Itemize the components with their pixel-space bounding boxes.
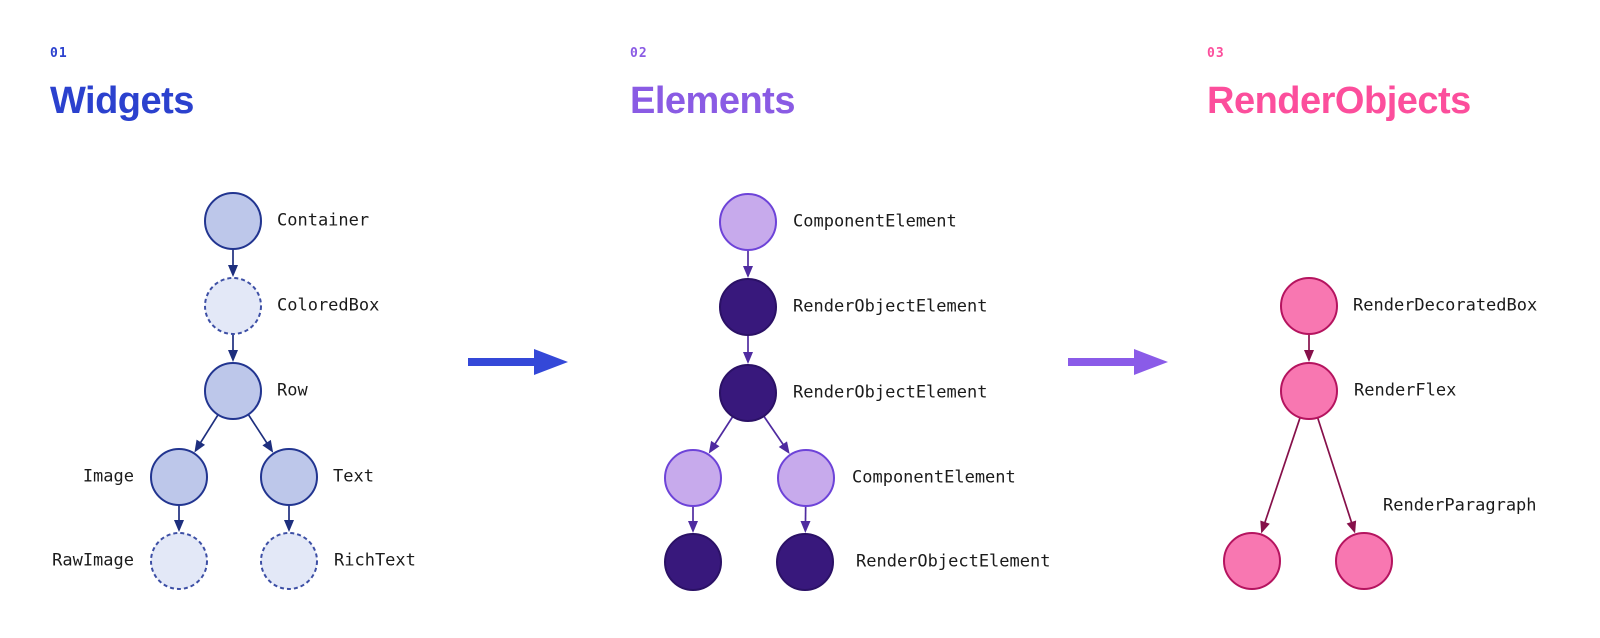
tree-node-roe1	[719, 278, 777, 336]
arrowhead-icon	[708, 440, 720, 454]
node-label-richtext: RichText	[334, 550, 416, 571]
tree-node-roe3r	[776, 533, 834, 591]
section-number: 01	[50, 46, 68, 61]
section-title-widgets: Widgets	[50, 80, 194, 122]
tree-node-rdb	[1280, 277, 1338, 335]
arrowhead-icon	[800, 520, 811, 534]
flow-arrow-icon-elements-to-renderobjects	[1068, 349, 1168, 375]
section-number: 02	[630, 46, 648, 61]
tree-edge-rflex-rpl	[1263, 417, 1301, 525]
tree-node-roe2	[719, 364, 777, 422]
arrowhead-icon	[262, 439, 274, 453]
tree-edge-row-image	[199, 414, 219, 445]
node-label-renderobjectelement: RenderObjectElement	[793, 296, 988, 317]
tree-node-image	[150, 448, 208, 506]
tree-node-coloredbox	[204, 277, 262, 335]
node-label-image: Image	[82, 466, 134, 487]
arrowhead-icon	[778, 441, 790, 455]
tree-edge-row-text	[247, 414, 269, 445]
tree-edge-roe2-ce2r	[763, 415, 785, 447]
arrowhead-icon	[688, 521, 698, 533]
section-header-renderobjects: 03 RenderObjects	[1207, 46, 1471, 120]
arrowhead-icon	[228, 350, 238, 362]
arrowhead-icon	[228, 265, 238, 277]
arrowhead-icon	[1260, 520, 1270, 534]
arrowhead-icon	[1304, 350, 1314, 362]
tree-node-rawimage	[150, 532, 208, 590]
tree-node-row	[204, 362, 262, 420]
node-label-renderparagraph: RenderParagraph	[1383, 495, 1537, 516]
tree-node-text	[260, 448, 318, 506]
tree-node-roe3l	[664, 533, 722, 591]
node-label-coloredbox: ColoredBox	[277, 295, 380, 316]
node-label-container: Container	[277, 210, 370, 231]
node-label-renderobjectelement: RenderObjectElement	[793, 382, 988, 403]
section-number: 03	[1207, 46, 1225, 61]
arrowhead-icon	[743, 352, 753, 364]
node-label-renderdecoratedbox: RenderDecoratedBox	[1353, 295, 1538, 316]
flow-arrow-icon-widgets-to-elements	[468, 349, 568, 375]
node-label-componentelement: ComponentElement	[852, 467, 1016, 488]
node-label-rawimage: RawImage	[52, 550, 134, 571]
tree-node-rpr	[1335, 532, 1393, 590]
tree-node-rflex	[1280, 362, 1338, 420]
section-title-elements: Elements	[630, 80, 795, 122]
node-label-text: Text	[333, 466, 374, 487]
tree-node-ce2l	[664, 449, 722, 507]
node-label-componentelement: ComponentElement	[793, 211, 957, 232]
section-title-renderobjects: RenderObjects	[1207, 80, 1471, 122]
arrowhead-icon	[743, 266, 753, 278]
tree-node-ce2r	[777, 449, 835, 507]
arrowhead-icon	[174, 520, 184, 532]
tree-node-rpl	[1223, 532, 1281, 590]
node-label-renderobjectelement: RenderObjectElement	[856, 551, 1051, 572]
tree-node-ce1	[719, 193, 777, 251]
arrowhead-icon	[1346, 520, 1357, 534]
tree-edge-rflex-rpr	[1316, 417, 1353, 525]
node-label-renderflex: RenderFlex	[1354, 380, 1457, 401]
arrowhead-icon	[284, 520, 294, 532]
tree-node-container	[204, 192, 262, 250]
section-header-widgets: 01 Widgets	[50, 46, 194, 120]
tree-edge-roe2-ce2l	[713, 416, 734, 446]
node-label-row: Row	[277, 380, 308, 401]
arrowhead-icon	[194, 439, 206, 453]
section-header-elements: 02 Elements	[630, 46, 795, 120]
tree-node-richtext	[260, 532, 318, 590]
